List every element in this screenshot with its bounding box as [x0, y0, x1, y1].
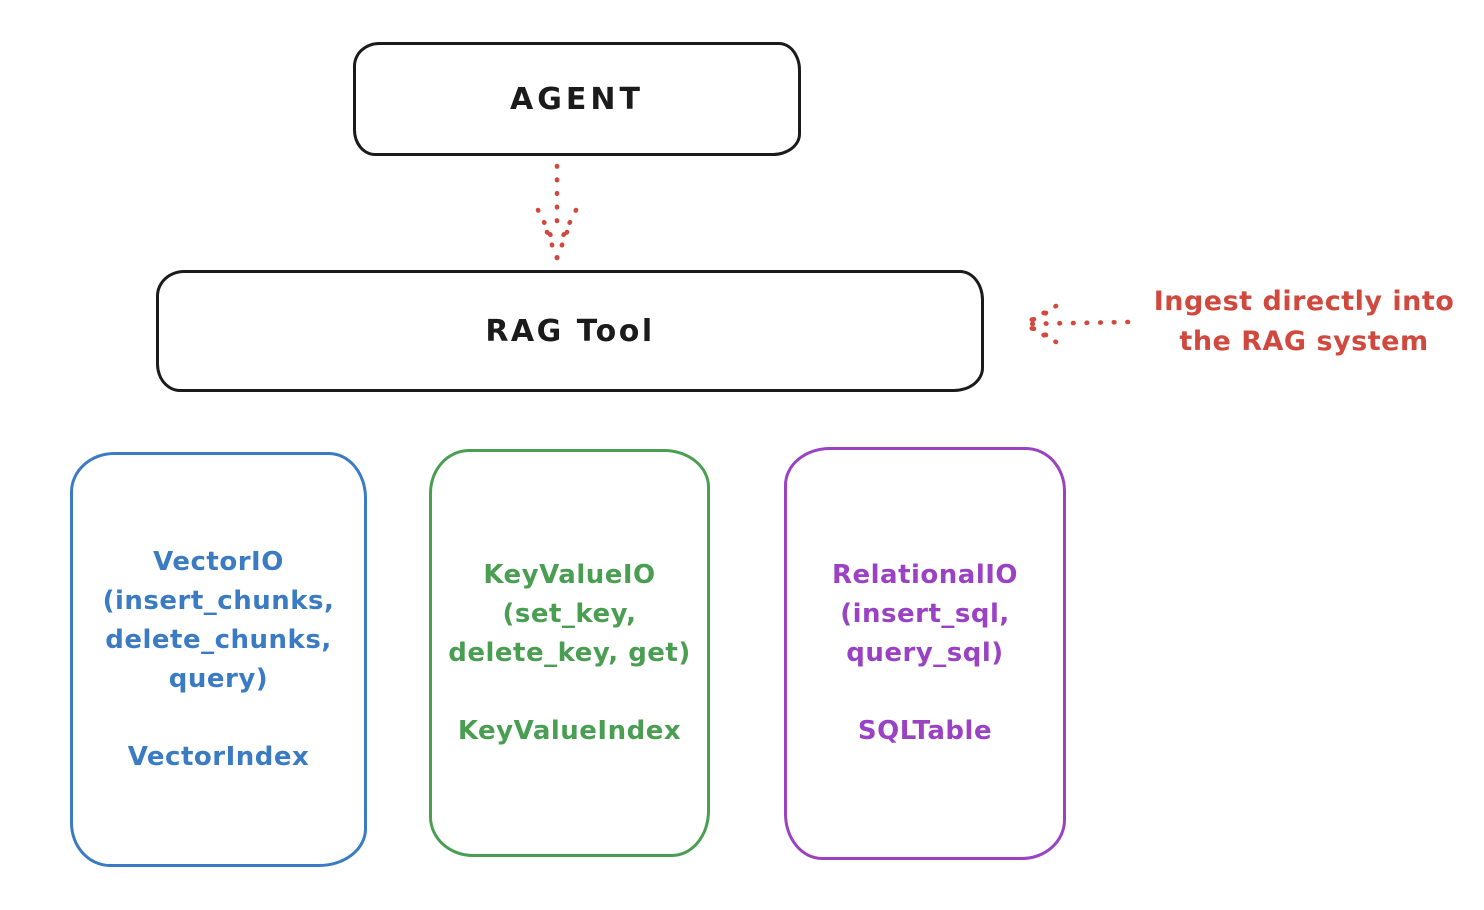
- rag-tool-label: RAG Tool: [485, 313, 655, 349]
- annotation-line-1: Ingest directly into: [1153, 286, 1455, 317]
- dotted-arrow-left-icon: [1021, 303, 1131, 345]
- vector-io-op: delete_chunks,: [105, 624, 332, 655]
- vector-io-title: VectorIO: [153, 546, 284, 577]
- annotation-line-2: the RAG system: [1179, 326, 1429, 357]
- key-value-io-op: delete_key, get): [448, 637, 691, 668]
- vector-io-op: (insert_chunks,: [102, 585, 335, 616]
- backend-box-relational-io: RelationalIO (insert_sql, query_sql) SQL…: [784, 447, 1066, 860]
- agent-label: AGENT: [510, 81, 644, 117]
- relational-io-index-label: SQLTable: [857, 716, 993, 746]
- annotation-ingest: Ingest directly into the RAG system: [1128, 282, 1480, 362]
- key-value-io-op: (set_key,: [502, 598, 637, 629]
- backend-box-key-value-io: KeyValueIO (set_key, delete_key, get) Ke…: [429, 449, 710, 857]
- backend-box-vector-io: VectorIO (insert_chunks, delete_chunks, …: [70, 452, 367, 867]
- relational-io-title: RelationalIO: [831, 560, 1019, 590]
- agent-box: AGENT: [353, 42, 801, 156]
- vector-io-index-label: VectorIndex: [127, 741, 310, 772]
- relational-io-op: (insert_sql,: [840, 599, 1010, 629]
- key-value-io-title: KeyValueIO: [483, 559, 656, 590]
- vector-io-op: query): [168, 663, 269, 694]
- rag-tool-box: RAG Tool: [156, 270, 984, 392]
- relational-io-op: query_sql): [846, 638, 1004, 668]
- key-value-io-index-label: KeyValueIndex: [457, 715, 682, 746]
- dotted-arrow-down-icon: [535, 163, 579, 261]
